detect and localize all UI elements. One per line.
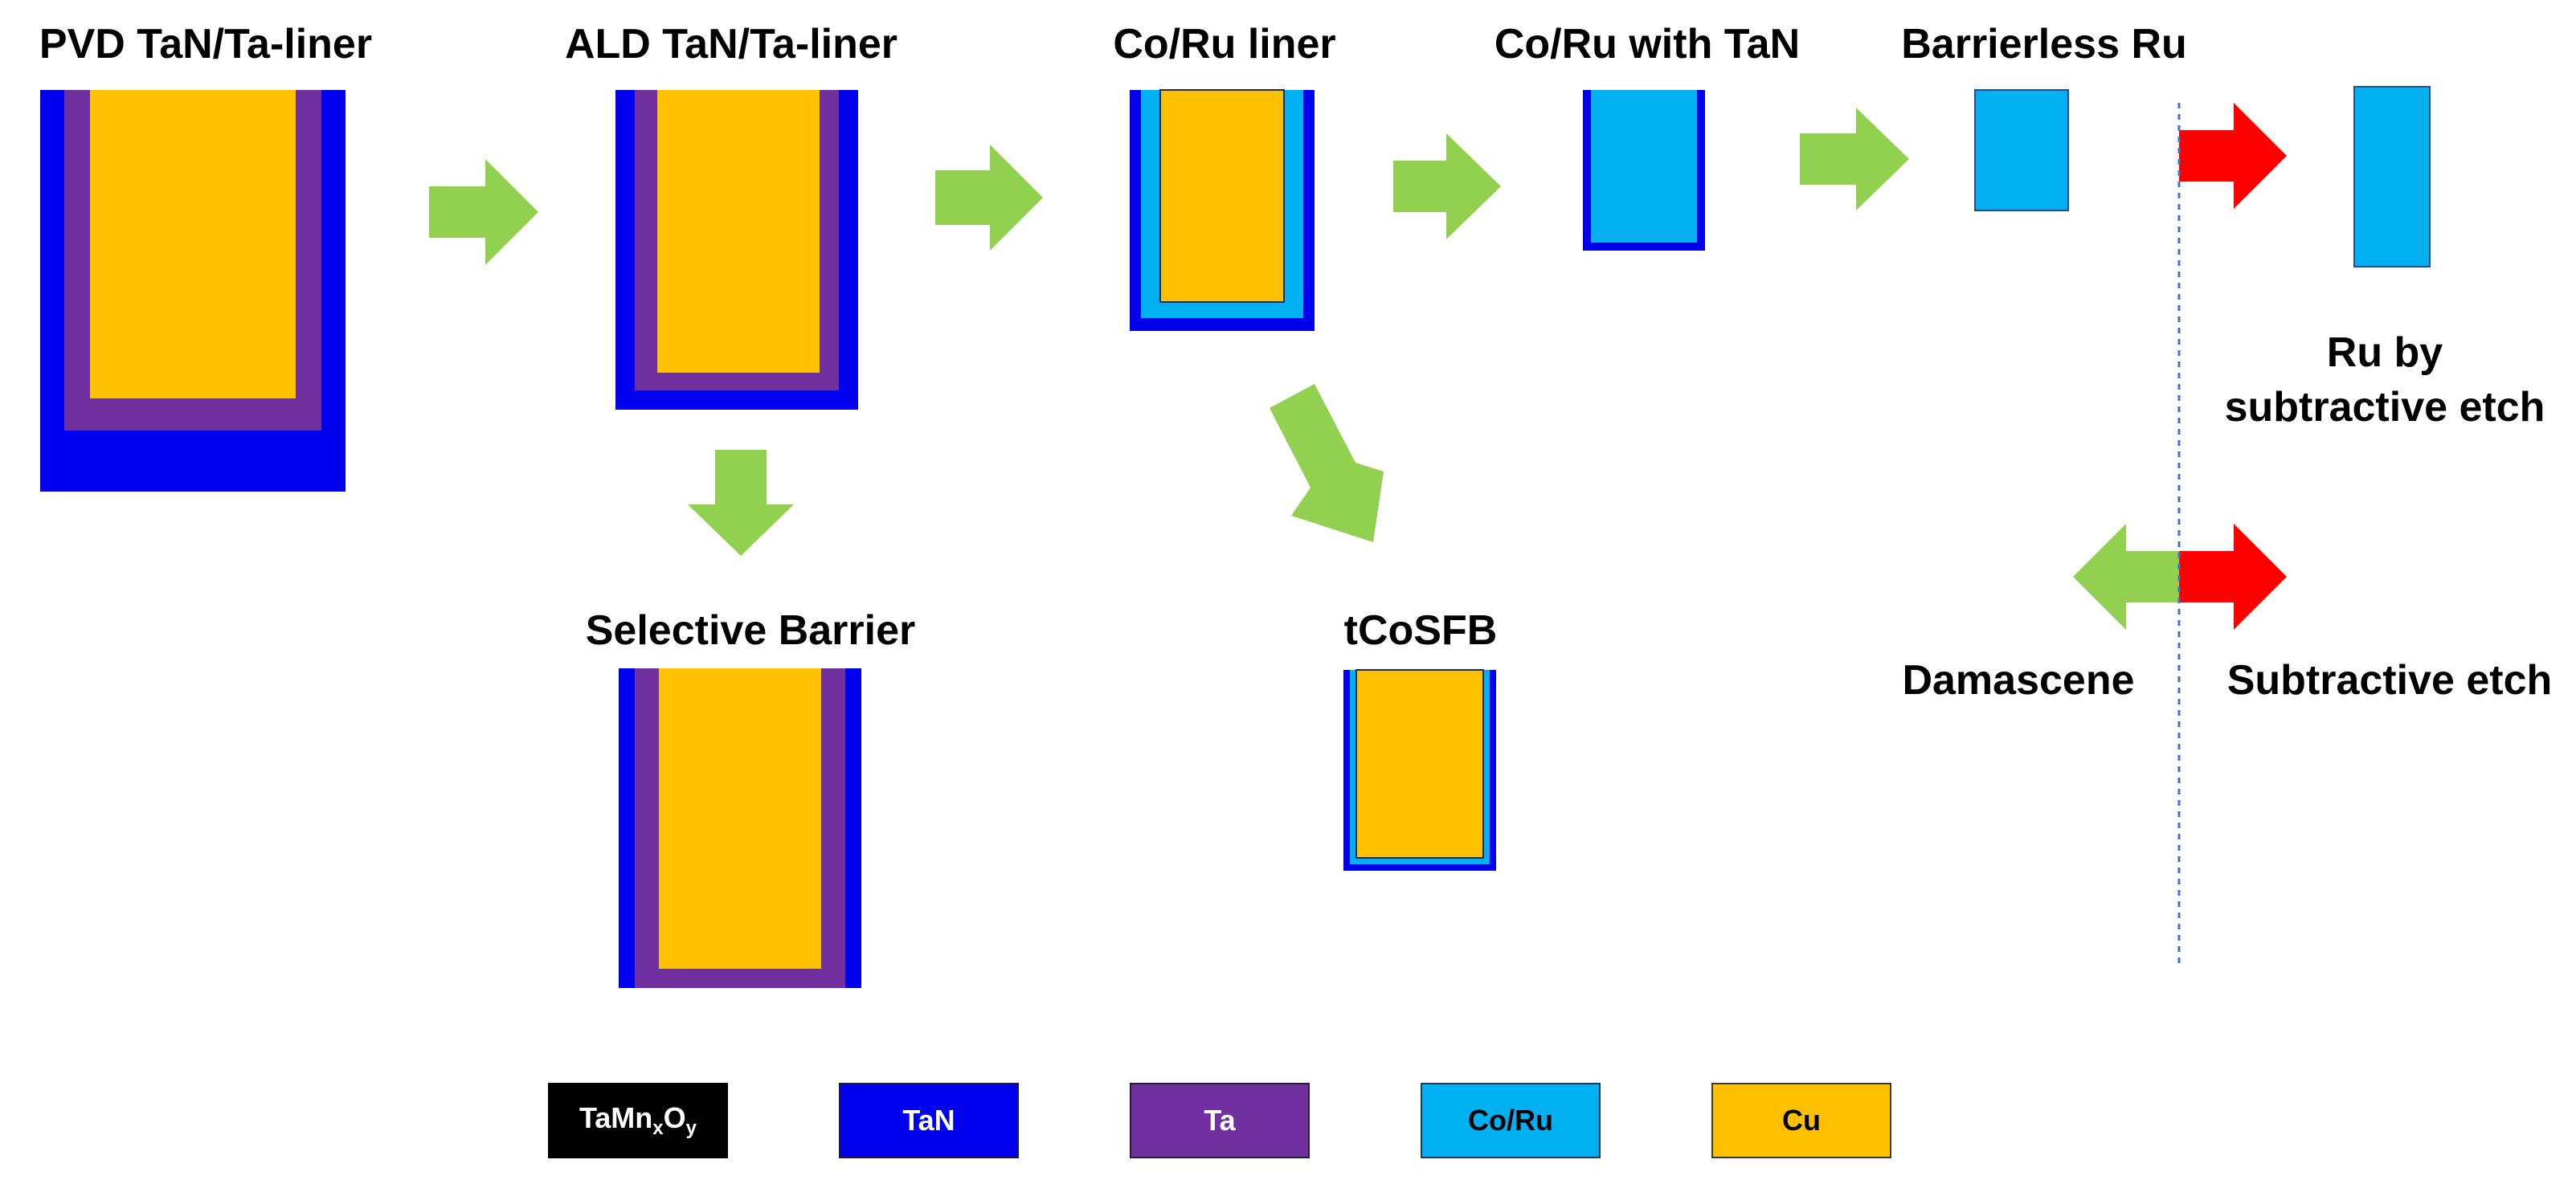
legend-ta-label: Ta: [1204, 1104, 1236, 1137]
label-tcosfb: tCoSFB: [1344, 607, 1498, 654]
arrow-diagonal-icon: [1270, 384, 1384, 542]
label-barrierless-ru: Barrierless Ru: [1901, 21, 2187, 67]
structure-pvd-liner: [40, 90, 346, 492]
label-ru-subtractive-line1: Ru by: [2327, 329, 2443, 376]
structure-selective-barrier: [619, 668, 861, 988]
arrow-right-red-icon: [2179, 524, 2287, 630]
label-ru-subtractive-line2: subtractive etch: [2225, 384, 2545, 431]
legend-tan: TaN: [839, 1083, 1019, 1158]
label-coru-with-tan: Co/Ru with TaN: [1494, 21, 1800, 67]
label-subtractive-etch: Subtractive etch: [2227, 657, 2553, 704]
legend-tan-label: TaN: [902, 1104, 955, 1137]
label-damascene: Damascene: [1902, 657, 2134, 704]
arrow-right-icon: [935, 145, 1043, 251]
arrow-right-icon: [1393, 133, 1501, 239]
cu-fill: [659, 668, 821, 969]
arrow-down-icon: [688, 450, 794, 556]
structure-tcosfb: [1343, 669, 1496, 871]
label-pvd-liner: PVD TaN/Ta-liner: [39, 21, 372, 67]
legend-tamnxoy: TaMnxOy: [548, 1083, 728, 1158]
legend-cu-label: Cu: [1782, 1104, 1821, 1137]
structure-coru-liner: [1130, 89, 1315, 331]
legend-ta: Ta: [1130, 1083, 1310, 1158]
coru-fill: [1591, 90, 1697, 243]
legend-tamnxoy-label: TaMnxOy: [579, 1100, 697, 1140]
arrow-right-icon: [1800, 108, 1909, 210]
label-ald-liner: ALD TaN/Ta-liner: [565, 21, 898, 67]
structure-barrierless-ru: [1974, 89, 2069, 211]
cu-fill: [90, 90, 296, 398]
structure-coru-with-tan: [1583, 90, 1705, 251]
legend-coru: Co/Ru: [1421, 1083, 1601, 1158]
label-selective-barrier: Selective Barrier: [586, 607, 916, 654]
legend-coru-label: Co/Ru: [1468, 1104, 1553, 1137]
arrow-right-red-icon: [2179, 103, 2287, 209]
cu-fill: [657, 90, 820, 373]
arrow-left-icon: [2073, 524, 2179, 630]
cu-fill: [1355, 669, 1484, 859]
label-coru-liner: Co/Ru liner: [1113, 21, 1335, 67]
structure-ru-subtractive: [2353, 86, 2431, 267]
cu-fill: [1159, 89, 1285, 303]
legend-cu: Cu: [1711, 1083, 1891, 1158]
structure-ald-liner: [615, 90, 858, 410]
arrow-right-icon: [429, 159, 538, 265]
